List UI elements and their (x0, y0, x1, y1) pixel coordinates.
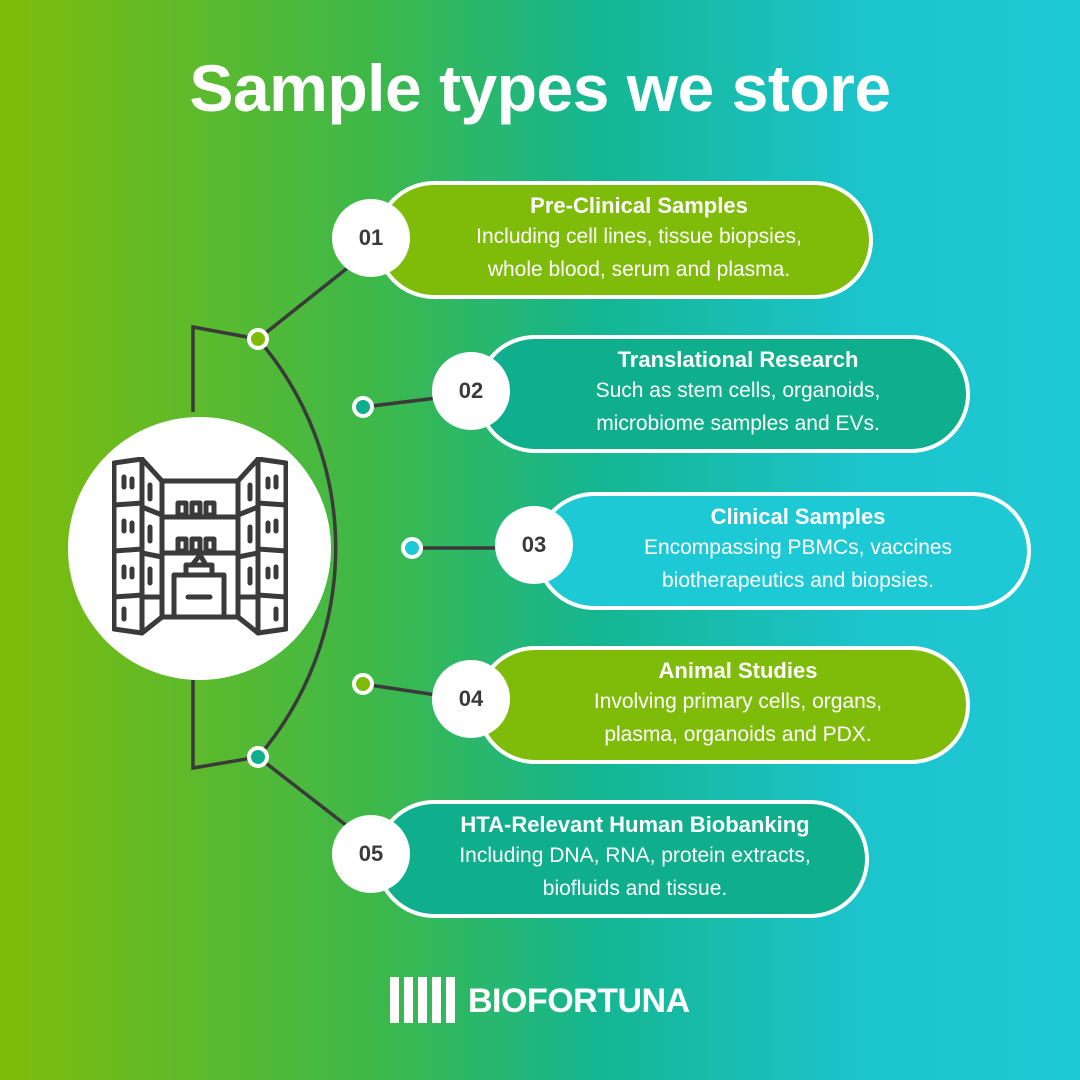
item-number-5: 05 (332, 815, 410, 893)
item-title: Pre-Clinical Samples (530, 193, 748, 218)
brand-name: BIOFORTUNA (468, 982, 690, 1020)
node-dot-2 (352, 396, 374, 418)
item-title: Translational Research (617, 347, 859, 372)
item-desc-line: Including DNA, RNA, protein extracts, (459, 844, 811, 867)
item-number-4: 04 (432, 660, 510, 738)
item-desc-line: Such as stem cells, organoids, (595, 379, 881, 402)
page-title: Sample types we store (189, 51, 891, 125)
item-card-4: Animal Studies Involving primary cells, … (476, 646, 970, 764)
hub-circle (68, 417, 331, 680)
item-desc-line: Involving primary cells, organs, (593, 690, 883, 713)
item-title: Animal Studies (658, 658, 818, 683)
item-number-3: 03 (495, 506, 573, 584)
item-desc-line: Encompassing PBMCs, vaccines (643, 536, 953, 559)
item-title: Clinical Samples (710, 504, 886, 529)
item-desc-line: plasma, organoids and PDX. (604, 723, 872, 746)
node-dot-5 (247, 746, 269, 768)
item-card-2: Translational Research Such as stem cell… (476, 335, 970, 453)
node-dot-4 (352, 673, 374, 695)
item-desc-line: microbiome samples and EVs. (596, 412, 880, 435)
item-desc-line: biofluids and tissue. (542, 877, 728, 900)
node-dot-1 (247, 328, 269, 350)
item-desc-line: whole blood, serum and plasma. (487, 258, 791, 281)
item-title: HTA-Relevant Human Biobanking (460, 812, 810, 837)
biobank-storage-room-icon (112, 457, 288, 636)
item-card-3: Clinical Samples Encompassing PBMCs, vac… (535, 492, 1031, 610)
item-desc-line: Including cell lines, tissue biopsies, (476, 225, 802, 248)
item-number-1: 01 (332, 199, 410, 277)
item-desc-line: biotherapeutics and biopsies. (661, 569, 934, 592)
item-number-2: 02 (432, 352, 510, 430)
item-card-5: HTA-Relevant Human Biobanking Including … (375, 800, 869, 918)
item-card-1: Pre-Clinical Samples Including cell line… (375, 181, 873, 299)
node-dot-3 (401, 537, 423, 559)
